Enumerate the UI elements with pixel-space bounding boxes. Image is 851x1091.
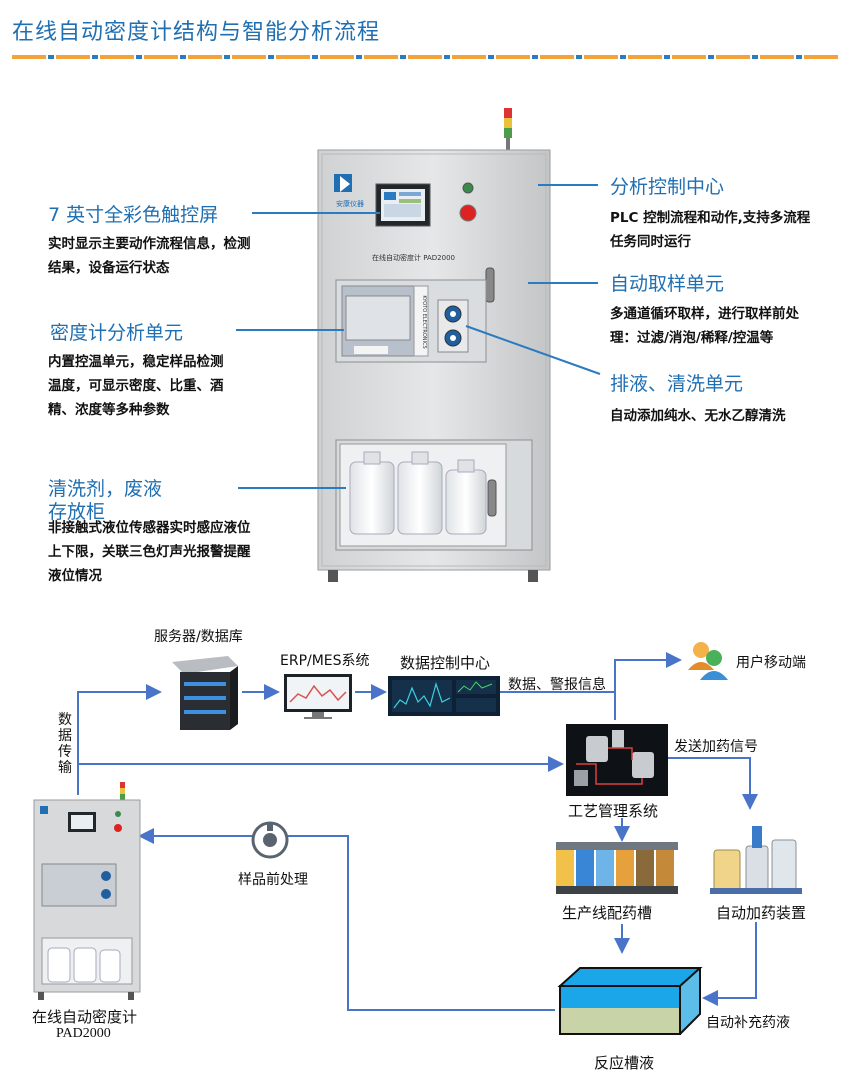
title-divider — [12, 55, 838, 59]
cabinet-brand: 安康仪器 — [336, 199, 364, 208]
device-name-line2: PAD2000 — [56, 1026, 111, 1041]
flow-connectors — [77, 652, 758, 1011]
data-transfer-label: 数据传输 — [58, 712, 72, 776]
cabinet-model-label: 在线自动密度计 PAD2000 — [372, 253, 455, 262]
device-name-line1: 在线自动密度计 — [32, 1008, 138, 1026]
screen-callout-line — [252, 212, 380, 214]
analysis-unit-callout-desc: 内置控温单元，稳定样品检测温度，可显示密度、比重、酒精、浓度等多种参数 — [48, 354, 224, 418]
control-center-callout-title: 分析控制中心 — [610, 176, 725, 198]
sampling-unit-callout-line — [528, 282, 598, 284]
drain-unit-callout-line — [465, 325, 601, 375]
control-center-callout-desc: PLC 控制流程和动作,支持多流程任务同时运行 — [610, 210, 811, 250]
control-center-callout-line — [538, 184, 598, 186]
auto-replenish-label: 自动补充药液 — [706, 1015, 790, 1031]
waste-cabinet-callout-title-2: 存放柜 — [48, 501, 106, 523]
production-tank-icon — [556, 842, 678, 894]
sampling-unit-callout-desc: 多通道循环取样，进行取样前处理：过滤/消泡/稀释/控温等 — [610, 306, 799, 346]
erp-label: ERP/MES系统 — [280, 653, 370, 669]
analysis-unit-callout-line — [236, 329, 344, 331]
users-icon — [688, 642, 728, 680]
mobile-label: 用户移动端 — [736, 655, 806, 671]
server-label: 服务器/数据库 — [154, 629, 243, 645]
sampling-unit-callout-title: 自动取样单元 — [610, 273, 725, 295]
reaction-tank-label: 反应槽液 — [594, 1054, 655, 1072]
dashboard-icon — [388, 676, 500, 716]
monitor-icon — [284, 674, 352, 719]
cabinet-vertical-label: KYOTO ELECTRONICS — [421, 295, 427, 348]
drain-unit-callout-desc: 自动添加纯水、无水乙醇清洗 — [610, 408, 786, 424]
pretreatment-icon — [251, 821, 289, 859]
data-alarm-label: 数据、警报信息 — [508, 677, 606, 693]
waste-cabinet-callout-title-1: 清洗剂，废液 — [48, 478, 163, 500]
waste-cabinet-callout-line — [238, 487, 346, 489]
density-meter-cabinet: 安康仪器 在线自动密度计 PAD2000 KYOTO ELECTRONICS — [317, 108, 551, 582]
data-center-label: 数据控制中心 — [400, 654, 491, 672]
reaction-tank-icon — [557, 967, 703, 1035]
analysis-unit-callout-title: 密度计分析单元 — [50, 322, 184, 344]
auto-dosing-label: 自动加药装置 — [716, 904, 807, 922]
production-tank-label: 生产线配药槽 — [562, 904, 653, 922]
process-mgmt-label: 工艺管理系统 — [568, 802, 659, 820]
process-system-icon — [566, 724, 668, 796]
screen-callout-title: 7 英寸全彩色触控屏 — [48, 204, 219, 226]
page-title: 在线自动密度计结构与智能分析流程 — [12, 20, 381, 45]
density-meter-device-small — [33, 782, 141, 1000]
server-icon — [172, 656, 238, 730]
dosing-device-icon — [710, 826, 802, 894]
drain-unit-callout-title: 排液、清洗单元 — [610, 373, 744, 395]
send-signal-label: 发送加药信号 — [674, 739, 758, 755]
screen-callout-desc: 实时显示主要动作流程信息，检测结果，设备运行状态 — [48, 236, 251, 276]
pretreatment-label: 样品前处理 — [238, 872, 308, 888]
waste-cabinet-callout-desc: 非接触式液位传感器实时感应液位上下限，关联三色灯声光报警提醒液位情况 — [48, 520, 251, 584]
